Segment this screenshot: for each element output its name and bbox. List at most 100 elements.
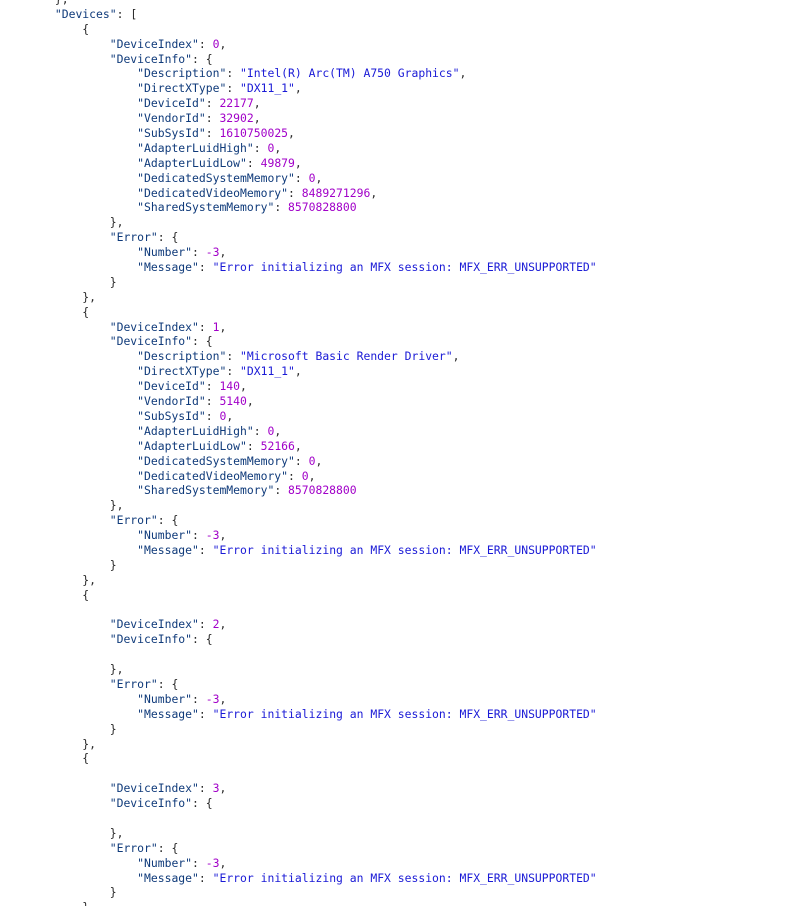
- json-punctuation: }: [109, 721, 117, 736]
- code-indent: [0, 483, 137, 497]
- code-indent: [0, 573, 82, 587]
- code-line: "DeviceIndex": 1,: [0, 320, 805, 335]
- json-key: "Number": [137, 855, 193, 870]
- code-indent: [0, 796, 110, 810]
- json-number-value: 0: [301, 468, 309, 483]
- json-number-value: 5140: [219, 394, 247, 409]
- json-number-value: 32902: [219, 111, 254, 126]
- json-punctuation: :: [294, 453, 309, 468]
- code-line: "DeviceIndex": 3,: [0, 781, 805, 796]
- json-key: "SubSysId": [137, 126, 206, 141]
- code-line: "DedicatedSystemMemory": 0,: [0, 171, 805, 186]
- json-punctuation: :: [205, 394, 220, 409]
- json-punctuation: ,: [452, 349, 460, 364]
- json-punctuation: },: [109, 498, 124, 513]
- json-key: "VendorId": [137, 111, 206, 126]
- json-punctuation: },: [82, 289, 97, 304]
- json-number-value: 0: [212, 36, 220, 51]
- code-line: "Description": "Intel(R) Arc(TM) A750 Gr…: [0, 66, 805, 81]
- json-punctuation: ,: [294, 364, 302, 379]
- code-indent: [0, 349, 137, 363]
- json-punctuation: {: [82, 587, 90, 602]
- code-line: "DirectXType": "DX11_1",: [0, 81, 805, 96]
- json-key: "VendorId": [137, 394, 206, 409]
- json-key: "DeviceInfo": [109, 632, 193, 647]
- code-indent: [0, 856, 137, 870]
- code-line: },: [0, 662, 805, 677]
- code-indent: [0, 7, 55, 21]
- code-line: {: [0, 305, 805, 320]
- code-indent: [0, 677, 110, 691]
- code-indent: [0, 245, 137, 259]
- code-line: },: [0, 573, 805, 588]
- code-line: "Number": -3,: [0, 692, 805, 707]
- code-indent: [0, 320, 110, 334]
- json-punctuation: ,: [219, 245, 227, 260]
- json-punctuation: }: [109, 885, 117, 900]
- json-punctuation: },: [109, 825, 124, 840]
- code-indent: [0, 394, 137, 408]
- json-punctuation: ,: [274, 423, 282, 438]
- json-number-value: 2: [212, 617, 220, 632]
- code-line: "DeviceInfo": {: [0, 632, 805, 647]
- json-punctuation: :: [246, 155, 261, 170]
- json-string-value: "Error initializing an MFX session: MFX_…: [212, 542, 597, 557]
- code-line: {: [0, 588, 805, 603]
- json-key: "DeviceIndex": [109, 617, 199, 632]
- json-punctuation: },: [109, 215, 124, 230]
- json-number-value: 0: [267, 423, 275, 438]
- code-line: "DeviceId": 22177,: [0, 96, 805, 111]
- code-line: [0, 647, 805, 662]
- json-punctuation: ,: [219, 691, 227, 706]
- json-punctuation: ,: [370, 185, 378, 200]
- code-indent: [0, 439, 137, 453]
- json-number-value: 0: [219, 408, 227, 423]
- json-punctuation: :: [192, 245, 206, 260]
- json-number-value: 0: [308, 170, 316, 185]
- json-number-value: -3: [205, 691, 220, 706]
- json-punctuation: },: [109, 662, 124, 677]
- json-punctuation: : {: [192, 334, 213, 349]
- json-number-value: 49879: [260, 155, 295, 170]
- code-line: "Number": -3,: [0, 856, 805, 871]
- code-indent: [0, 558, 110, 572]
- code-indent: [0, 707, 137, 721]
- json-key: "Message": [137, 260, 199, 275]
- json-punctuation: : {: [192, 796, 213, 811]
- json-punctuation: :: [226, 66, 241, 81]
- code-line: "SubSysId": 1610750025,: [0, 126, 805, 141]
- code-indent: [0, 52, 110, 66]
- json-key: "AdapterLuidHigh": [137, 140, 254, 155]
- json-string-value: "Error initializing an MFX session: MFX_…: [212, 706, 597, 721]
- code-indent: [0, 617, 110, 631]
- json-punctuation: ,: [294, 81, 302, 96]
- json-number-value: 52166: [260, 438, 295, 453]
- json-key: "DeviceIndex": [109, 781, 199, 796]
- json-key: "DedicatedVideoMemory": [137, 185, 289, 200]
- code-line: "DeviceInfo": {: [0, 52, 805, 67]
- code-line: "AdapterLuidLow": 49879,: [0, 156, 805, 171]
- json-string-value: "DX11_1": [240, 364, 295, 379]
- code-line: "AdapterLuidHigh": 0,: [0, 424, 805, 439]
- code-indent: [0, 260, 137, 274]
- json-punctuation: : {: [192, 51, 213, 66]
- code-indent: [0, 871, 137, 885]
- json-punctuation: ,: [246, 394, 254, 409]
- json-punctuation: :: [205, 408, 220, 423]
- json-key: "SharedSystemMemory": [137, 200, 275, 215]
- code-line: }: [0, 722, 805, 737]
- code-indent: [0, 900, 82, 906]
- json-string-value: "Error initializing an MFX session: MFX_…: [212, 870, 597, 885]
- code-indent: [0, 379, 137, 393]
- json-punctuation: :: [288, 185, 302, 200]
- code-indent: [0, 722, 110, 736]
- code-indent: [0, 215, 110, 229]
- json-key: "Error": [109, 676, 158, 691]
- code-indent: [0, 186, 137, 200]
- code-indent: [0, 81, 137, 95]
- json-key: "DeviceInfo": [109, 334, 193, 349]
- json-number-value: 8570828800: [288, 200, 357, 215]
- json-key: "DeviceIndex": [109, 36, 199, 51]
- code-indent: [0, 513, 110, 527]
